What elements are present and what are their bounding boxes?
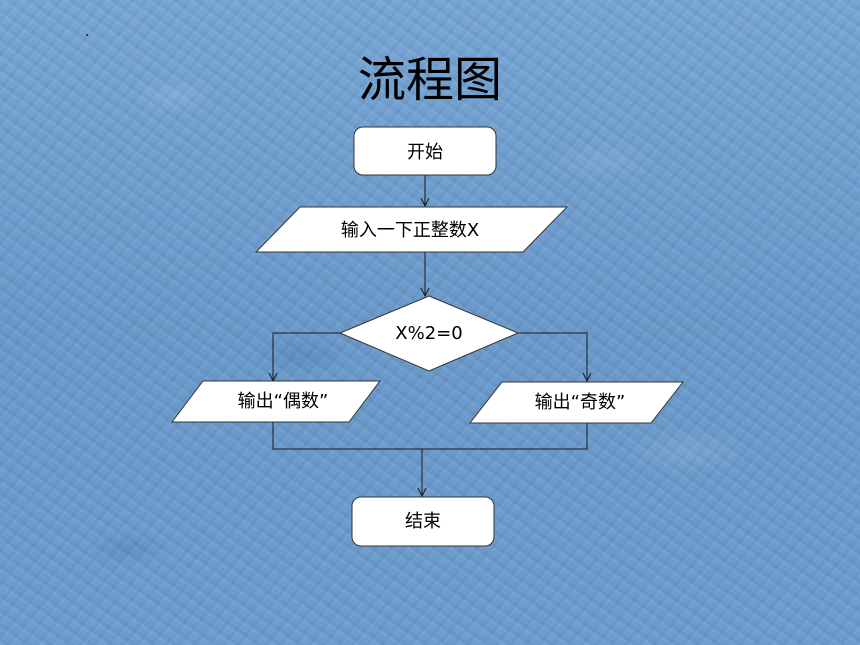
output-odd-label: 输出“奇数” (535, 392, 626, 413)
decision-label: X%2=0 (395, 323, 462, 344)
input-node: 输入一下正整数X (254, 206, 569, 253)
start-node: 开始 (353, 126, 497, 176)
slide-title: 流程图 (357, 52, 502, 108)
arrow-decision-to-odd (518, 332, 587, 381)
output-odd-box (468, 381, 685, 424)
output-even-label: 输出“偶数” (238, 391, 329, 412)
start-label: 开始 (407, 142, 443, 163)
output-even-node: 输出“偶数” (170, 380, 382, 423)
end-box (351, 496, 495, 547)
input-box (254, 206, 569, 253)
end-label: 结束 (405, 511, 441, 532)
output-odd-node: 输出“奇数” (468, 381, 685, 424)
decorative-dot (86, 34, 88, 36)
output-even-box (170, 380, 382, 423)
decision-box (338, 295, 520, 372)
arrow-decision-to-even (273, 332, 340, 381)
connectors (273, 175, 587, 496)
decision-node: X%2=0 (338, 295, 520, 372)
merge-line (272, 422, 588, 450)
start-box (353, 126, 497, 176)
end-node: 结束 (351, 496, 495, 547)
input-label: 输入一下正整数X (341, 220, 479, 241)
